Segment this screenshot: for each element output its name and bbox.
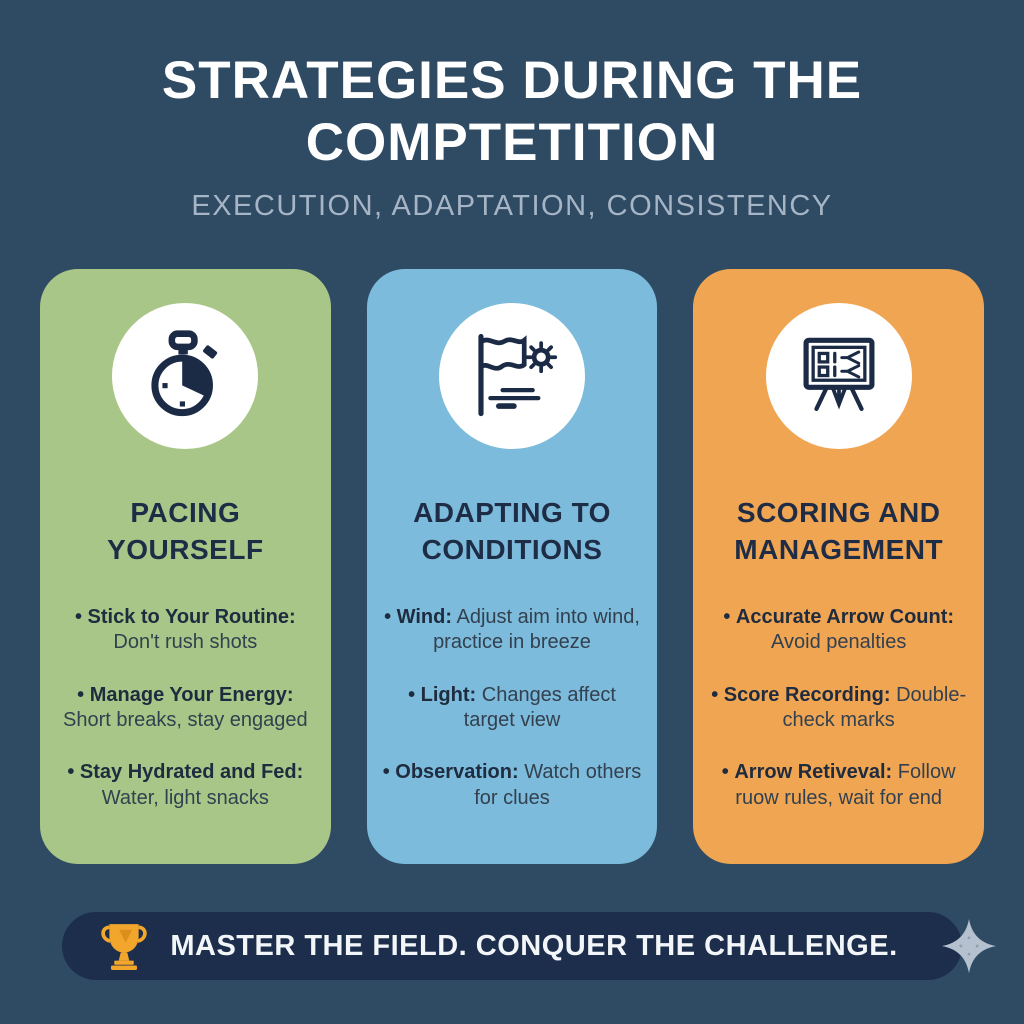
bullet-item: Manage Your Energy: Short breaks, stay e… bbox=[54, 683, 317, 734]
bullet-label: Light: bbox=[408, 684, 476, 706]
bullet-text: Short breaks, stay engaged bbox=[63, 709, 308, 732]
card-title-line2: CONDITIONS bbox=[421, 533, 603, 565]
footer-banner: MASTER THE FIELD. CONQUER THE CHALLENGE. bbox=[62, 912, 997, 980]
icon-circle bbox=[765, 303, 912, 449]
bullet-item: Accurate Arrow Count: Avoid penalties bbox=[707, 605, 970, 656]
scoreboard-icon bbox=[803, 337, 875, 412]
bullet-label: Arrow Retiveval: bbox=[722, 761, 892, 783]
card-scoring-and-management: SCORING AND MANAGEMENT Accurate Arrow Co… bbox=[693, 269, 985, 864]
bullet-item: Observation: Watch others for clues bbox=[381, 760, 644, 811]
bullet-item: Light: Changes affect target view bbox=[381, 683, 644, 734]
bullet-text: Avoid penalties bbox=[771, 631, 907, 654]
flag-sun-icon bbox=[478, 333, 558, 417]
bullet-text: Changes affect target view bbox=[463, 683, 616, 732]
header: STRATEGIES DURING THE COMPTETITION EXECU… bbox=[0, 0, 1024, 223]
cards-row: PACING YOURSELF Stick to Your Routine: D… bbox=[40, 269, 985, 864]
bullet-text: Double-check marks bbox=[782, 683, 967, 732]
bullet-text: Adjust aim into wind, practice in breeze bbox=[433, 605, 640, 654]
bullet-item: Arrow Retiveval: Follow ruow rules, wait… bbox=[707, 760, 970, 811]
card-title-line1: PACING bbox=[130, 497, 241, 528]
card-title-line1: ADAPTING TO bbox=[413, 497, 611, 528]
icon-circle bbox=[112, 303, 259, 449]
bullet-item: Score Recording: Double-check marks bbox=[707, 683, 970, 734]
card-title-line2: YOURSELF bbox=[107, 533, 264, 565]
card-pacing-yourself: PACING YOURSELF Stick to Your Routine: D… bbox=[40, 269, 331, 864]
sparkle-icon bbox=[941, 918, 997, 974]
card-title-line2: MANAGEMENT bbox=[734, 533, 944, 565]
bullet-item: Stick to Your Routine: Don't rush shots bbox=[54, 605, 317, 656]
bullet-label: Score Recording: bbox=[711, 684, 890, 706]
bullet-text: Water, light snacks bbox=[101, 786, 269, 809]
bullet-label: Stay Hydrated and Fed: bbox=[67, 761, 303, 783]
bullet-item: Stay Hydrated and Fed: Water, light snac… bbox=[54, 760, 317, 811]
card-title: SCORING AND MANAGEMENT bbox=[734, 495, 943, 569]
bullet-list: Stick to Your Routine: Don't rush shots … bbox=[54, 605, 317, 838]
bullet-item: Wind: Adjust aim into wind, practice in … bbox=[381, 605, 644, 656]
card-title: PACING YOURSELF bbox=[107, 495, 263, 569]
page-title: STRATEGIES DURING THE COMPTETITION bbox=[0, 50, 1024, 174]
card-title: ADAPTING TO CONDITIONS bbox=[413, 495, 611, 569]
bullet-list: Wind: Adjust aim into wind, practice in … bbox=[381, 605, 644, 838]
icon-circle bbox=[439, 303, 585, 449]
trophy-icon bbox=[101, 924, 147, 970]
bullet-label: Stick to Your Routine: bbox=[75, 606, 296, 628]
card-title-line1: SCORING AND bbox=[736, 497, 941, 528]
bullet-label: Observation: bbox=[383, 761, 519, 783]
banner-text: MASTER THE FIELD. CONQUER THE CHALLENGE. bbox=[170, 929, 898, 962]
bullet-label: Accurate Arrow Count: bbox=[723, 606, 954, 628]
bullet-label: Wind: bbox=[384, 606, 452, 628]
bullet-text: Follow ruow rules, wait for end bbox=[735, 761, 956, 809]
page-title-line2: COMPTETITION bbox=[305, 113, 719, 172]
page-subtitle: EXECUTION, ADAPTATION, CONSISTENCY bbox=[191, 190, 833, 222]
page-title-line1: STRATEGIES DURING THE bbox=[161, 51, 863, 110]
stopwatch-icon bbox=[151, 330, 218, 417]
bullet-text: Don't rush shots bbox=[113, 631, 258, 654]
bullet-text: Watch others for clues bbox=[474, 761, 642, 809]
card-adapting-to-conditions: ADAPTING TO CONDITIONS Wind: Adjust aim … bbox=[366, 269, 658, 864]
bullet-label: Manage Your Energy: bbox=[77, 684, 293, 706]
bullet-list: Accurate Arrow Count: Avoid penalties Sc… bbox=[707, 605, 970, 838]
